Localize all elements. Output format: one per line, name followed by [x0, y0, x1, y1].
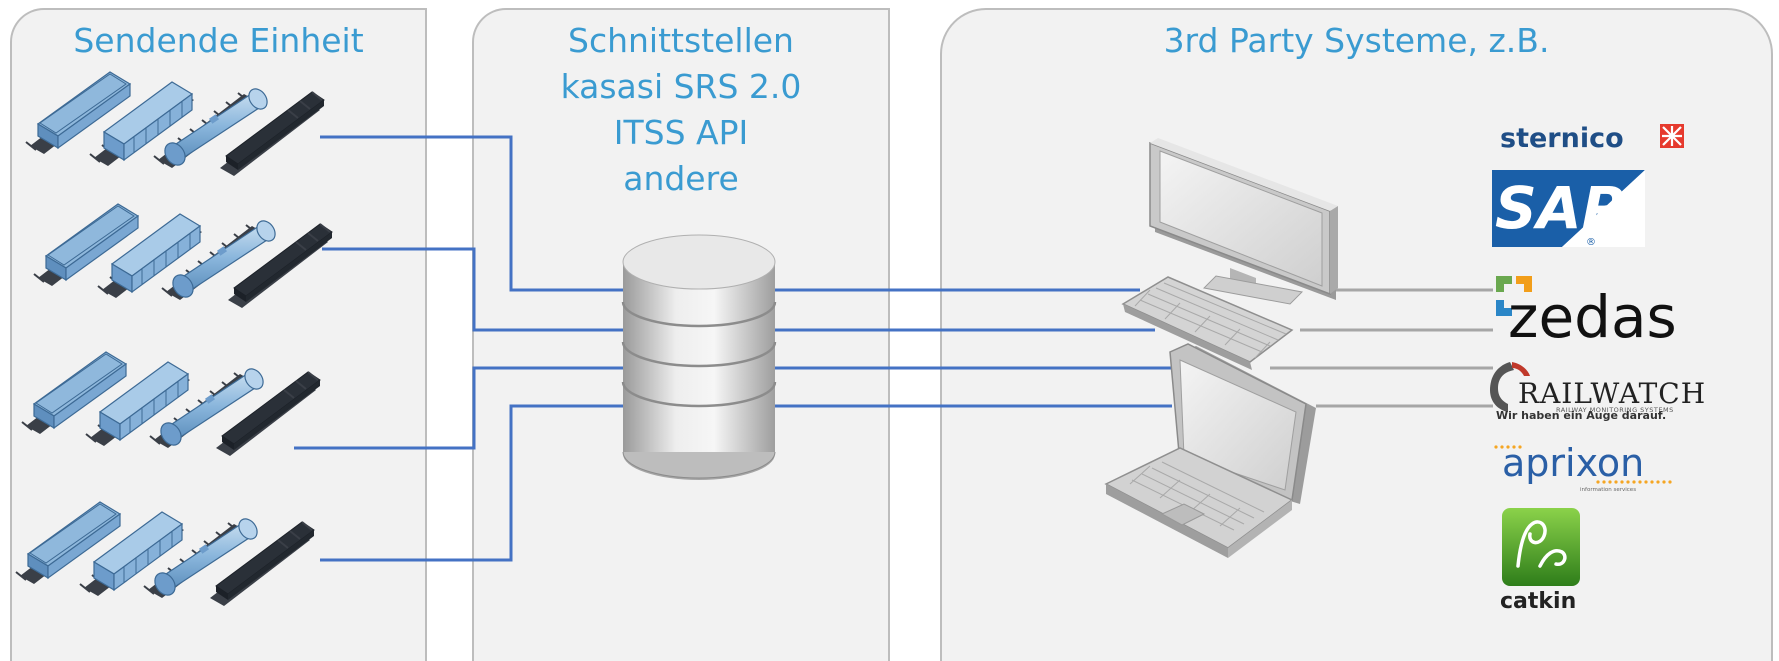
wagon-group-4 [16, 502, 314, 606]
interface-line-2: kasasi SRS 2.0 [560, 67, 802, 106]
laptop-icon [1104, 343, 1316, 558]
panel-title-sending-unit: Sendende Einheit [73, 21, 364, 60]
svg-text:RAILWAY MONITORING SYSTEMS: RAILWAY MONITORING SYSTEMS [1556, 406, 1674, 414]
database-icon [621, 234, 777, 480]
connections-trains-to-database [294, 135, 623, 562]
panel-title-interfaces: Schnittstellen kasasi SRS 2.0 ITSS API a… [472, 18, 890, 202]
sap-logo: SAP ® [1492, 170, 1645, 248]
panel-third-party [940, 8, 1773, 661]
interface-line-1: Schnittstellen [568, 21, 794, 60]
connections-computers-to-systems [1270, 288, 1493, 408]
wagon-group-1 [26, 72, 324, 176]
svg-text:Wir haben ein Auge darauf.: Wir haben ein Auge darauf. [1496, 409, 1666, 422]
connections-database-to-computers [775, 288, 1172, 408]
svg-text:information services: information services [1580, 487, 1636, 493]
interface-line-4: andere [623, 159, 739, 198]
wagon-group-2 [34, 204, 332, 308]
railwatch-logo: RAILWATCH RAILWAY MONITORING SYSTEMS Wir… [1490, 362, 1706, 422]
svg-text:sternico: sternico [1500, 123, 1624, 154]
svg-text:SAP: SAP [1495, 174, 1624, 242]
interface-line-3: ITSS API [613, 113, 749, 152]
zedas-logo: zedas [1496, 276, 1677, 351]
svg-text:aprixon: aprixon [1502, 441, 1644, 485]
svg-text:catkin: catkin [1500, 589, 1576, 614]
panel-title-third-party: 3rd Party Systeme, z.B. [1163, 21, 1550, 60]
catkin-logo: catkin [1500, 508, 1580, 614]
aprixon-logo: aprixon information services [1494, 441, 1672, 493]
sternico-logo: sternico [1500, 123, 1684, 154]
svg-text:®: ® [1586, 237, 1596, 248]
svg-text:zedas: zedas [1508, 283, 1677, 351]
wagon-group-3 [22, 352, 320, 456]
desktop-computer-icon [1121, 138, 1338, 370]
svg-text:RAILWATCH: RAILWATCH [1518, 377, 1706, 410]
